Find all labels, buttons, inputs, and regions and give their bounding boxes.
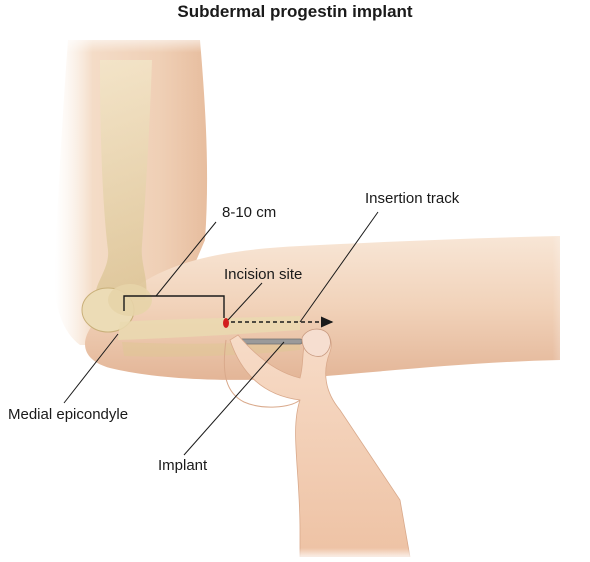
thumb bbox=[301, 328, 331, 357]
leader-incision-site bbox=[227, 282, 263, 321]
leader-implant bbox=[183, 341, 285, 456]
humerus-bone bbox=[95, 60, 152, 300]
leader-medial-epicondyle bbox=[63, 333, 119, 404]
label-distance: 8-10 cm bbox=[222, 204, 277, 221]
label-medial-epicondyle: Medial epicondyle bbox=[8, 406, 129, 423]
label-incision-site: Incision site bbox=[224, 266, 303, 283]
forearm-fade bbox=[440, 220, 590, 390]
figure-title: Subdermal progestin implant bbox=[177, 2, 413, 21]
leader-distance bbox=[155, 221, 217, 297]
leader-insertion-track bbox=[299, 211, 379, 323]
label-implant: Implant bbox=[158, 457, 208, 474]
distance-bracket bbox=[123, 295, 225, 318]
label-insertion-track: Insertion track bbox=[365, 190, 460, 207]
incision-mark bbox=[223, 318, 229, 328]
index-finger bbox=[223, 339, 301, 408]
